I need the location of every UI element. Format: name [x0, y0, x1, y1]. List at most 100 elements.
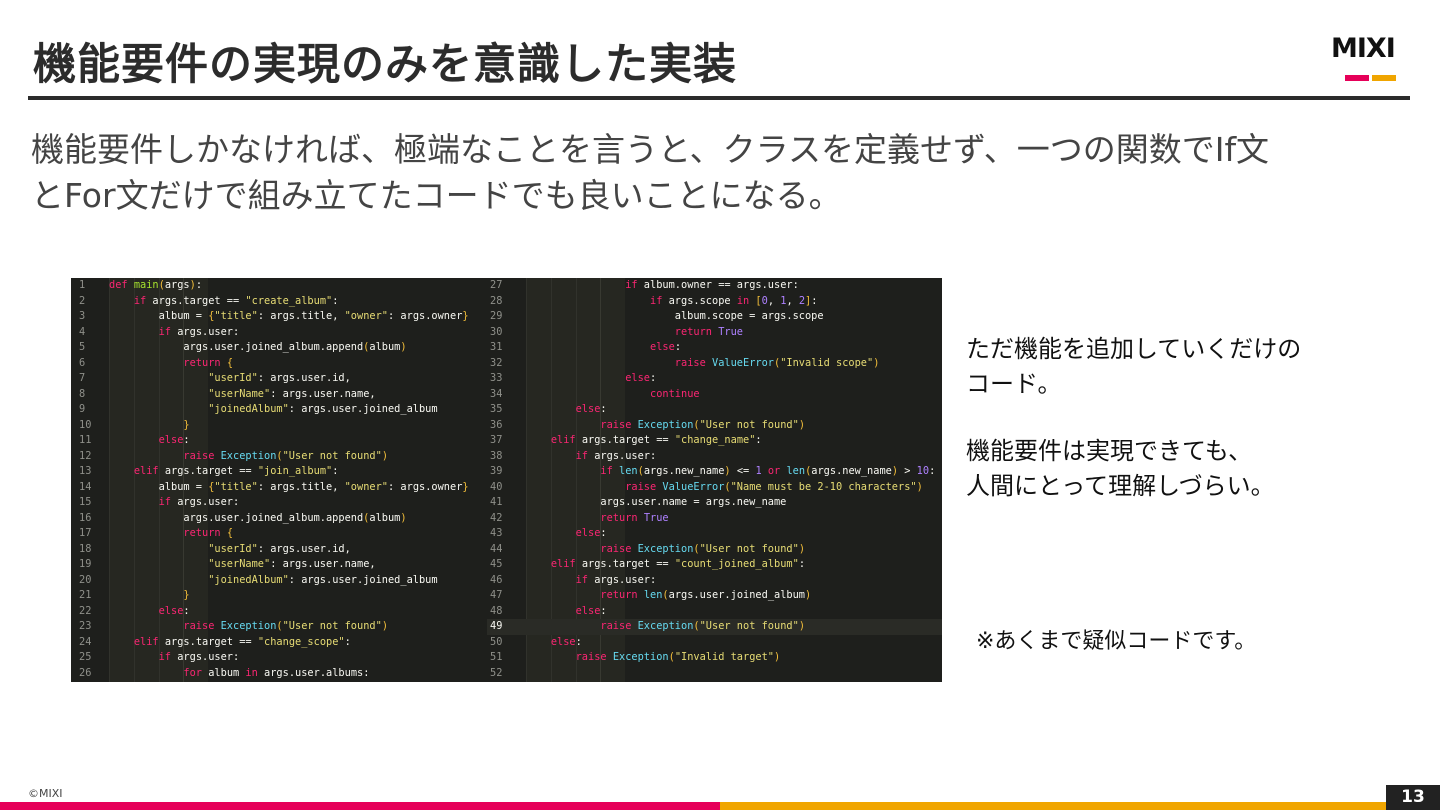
- code-text: raise Exception("User not found"): [183, 449, 389, 462]
- code-text: raise ValueError("Invalid scope"): [674, 356, 880, 369]
- code-line: 38 if args.user:: [487, 449, 942, 465]
- line-number: 13: [79, 465, 92, 477]
- line-number: 14: [79, 480, 92, 493]
- code-text: raise Exception("User not found"): [600, 620, 806, 632]
- code-text: }: [183, 418, 190, 431]
- code-text: album = {"title": args.title, "owner": a…: [109, 310, 469, 322]
- code-text: elif args.target == "count_joined_album"…: [550, 558, 806, 570]
- code-line: 31 else:: [487, 340, 942, 356]
- line-number: 35: [490, 403, 503, 415]
- code-text: "userId": args.user.id,: [208, 372, 351, 384]
- line-number: 27: [490, 279, 503, 291]
- line-number: 26: [79, 666, 92, 679]
- line-number: 29: [490, 310, 503, 322]
- code-line: 7 "userId": args.user.id,: [71, 371, 487, 387]
- code-line: 22 else:: [71, 604, 487, 620]
- line-number: 42: [490, 511, 503, 524]
- code-line: 35 else:: [487, 402, 942, 418]
- code-line: 18 "userId": args.user.id,: [71, 542, 487, 558]
- line-number: 33: [490, 372, 503, 384]
- code-line: 25 if args.user:: [71, 650, 487, 666]
- code-line: 37 elif args.target == "change_name":: [487, 433, 942, 449]
- line-number: 2: [79, 294, 86, 307]
- code-text: if args.user:: [158, 325, 240, 338]
- line-number: 10: [79, 418, 92, 431]
- logo-color-bars: [1345, 66, 1399, 85]
- line-number: 34: [490, 387, 503, 400]
- code-line: 23 raise Exception("User not found"): [71, 619, 487, 635]
- code-text: def main(args):: [109, 279, 203, 291]
- slide-title: 機能要件の実現のみを意識した実装: [33, 40, 737, 90]
- code-line: 30 return True: [487, 325, 942, 341]
- code-text: if args.user:: [158, 651, 240, 663]
- line-number: 43: [490, 527, 503, 539]
- code-line: 42 return True: [487, 511, 942, 527]
- line-number: 31: [490, 341, 503, 353]
- title-underline: [28, 96, 1410, 100]
- code-line: 3 album = {"title": args.title, "owner":…: [71, 309, 487, 325]
- code-text: args.user.joined_album.append(album): [109, 511, 407, 524]
- code-line: 34 continue: [487, 387, 942, 403]
- code-text: return True: [600, 511, 669, 524]
- code-line: 50 else:: [487, 635, 942, 651]
- line-number: 1: [79, 279, 86, 291]
- code-line: 45 elif args.target == "count_joined_alb…: [487, 557, 942, 573]
- code-text: elif args.target == "join_album":: [133, 465, 339, 477]
- line-number: 7: [79, 372, 86, 384]
- page-number: 13: [1386, 785, 1440, 810]
- line-number: 36: [490, 418, 503, 431]
- code-text: else:: [575, 527, 607, 539]
- code-text: elif args.target == "change_name":: [550, 434, 762, 446]
- code-line: 19 "userName": args.user.name,: [71, 557, 487, 573]
- code-line: 46 if args.user:: [487, 573, 942, 589]
- code-text: if len(args.new_name) <= 1 or len(args.n…: [600, 465, 936, 477]
- line-number: 51: [490, 651, 503, 663]
- line-number: 4: [79, 325, 86, 338]
- code-text: if args.scope in [0, 1, 2]:: [650, 294, 818, 307]
- code-text: }: [183, 589, 190, 601]
- code-line: 12 raise Exception("User not found"): [71, 449, 487, 465]
- code-screenshot-right: 27 if album.owner == args.user:28 if arg…: [487, 278, 942, 682]
- code-line: 28 if args.scope in [0, 1, 2]:: [487, 294, 942, 310]
- line-number: 6: [79, 356, 86, 369]
- code-text: raise Exception("User not found"): [600, 418, 806, 431]
- code-line: 5 args.user.joined_album.append(album): [71, 340, 487, 356]
- line-number: 50: [490, 635, 503, 648]
- code-text: album = {"title": args.title, "owner": a…: [109, 480, 469, 493]
- line-number: 22: [79, 604, 92, 617]
- code-line: 24 elif args.target == "change_scope":: [71, 635, 487, 651]
- copyright: ©MIXI: [28, 787, 63, 800]
- code-text: return len(args.user.joined_album): [600, 589, 812, 601]
- line-number: 20: [79, 573, 92, 586]
- code-line: 39 if len(args.new_name) <= 1 or len(arg…: [487, 464, 942, 480]
- line-number: 46: [490, 573, 503, 586]
- code-line: 14 album = {"title": args.title, "owner"…: [71, 480, 487, 496]
- code-line: 16 args.user.joined_album.append(album): [71, 511, 487, 527]
- logo-wordmark: MIXI: [1331, 33, 1396, 64]
- code-text: return True: [674, 325, 744, 338]
- line-number: 52: [490, 666, 503, 679]
- code-line: 13 elif args.target == "join_album":: [71, 464, 487, 480]
- line-number: 15: [79, 496, 92, 508]
- code-text: else:: [650, 341, 682, 353]
- line-number: 47: [490, 589, 503, 601]
- code-text: if args.user:: [575, 449, 657, 462]
- code-line: 27 if album.owner == args.user:: [487, 278, 942, 294]
- code-line: 52: [487, 666, 942, 682]
- code-line: 15 if args.user:: [71, 495, 487, 511]
- code-text: raise Exception("Invalid target"): [575, 651, 781, 663]
- code-text: continue: [650, 387, 700, 400]
- footer-bar-orange: [720, 802, 1440, 810]
- code-text: elif args.target == "change_scope":: [133, 635, 351, 648]
- code-text: "joinedAlbum": args.user.joined_album: [208, 573, 438, 586]
- logo-bar-orange: [1372, 75, 1396, 81]
- code-text: if args.user:: [575, 573, 657, 586]
- code-line: 9 "joinedAlbum": args.user.joined_album: [71, 402, 487, 418]
- line-number: 11: [79, 434, 92, 446]
- code-text: "userId": args.user.id,: [208, 542, 351, 555]
- code-line: 48 else:: [487, 604, 942, 620]
- code-line: 2 if args.target == "create_album":: [71, 294, 487, 310]
- code-line: 47 return len(args.user.joined_album): [487, 588, 942, 604]
- code-text: else:: [158, 434, 190, 446]
- code-line: 41 args.user.name = args.new_name: [487, 495, 942, 511]
